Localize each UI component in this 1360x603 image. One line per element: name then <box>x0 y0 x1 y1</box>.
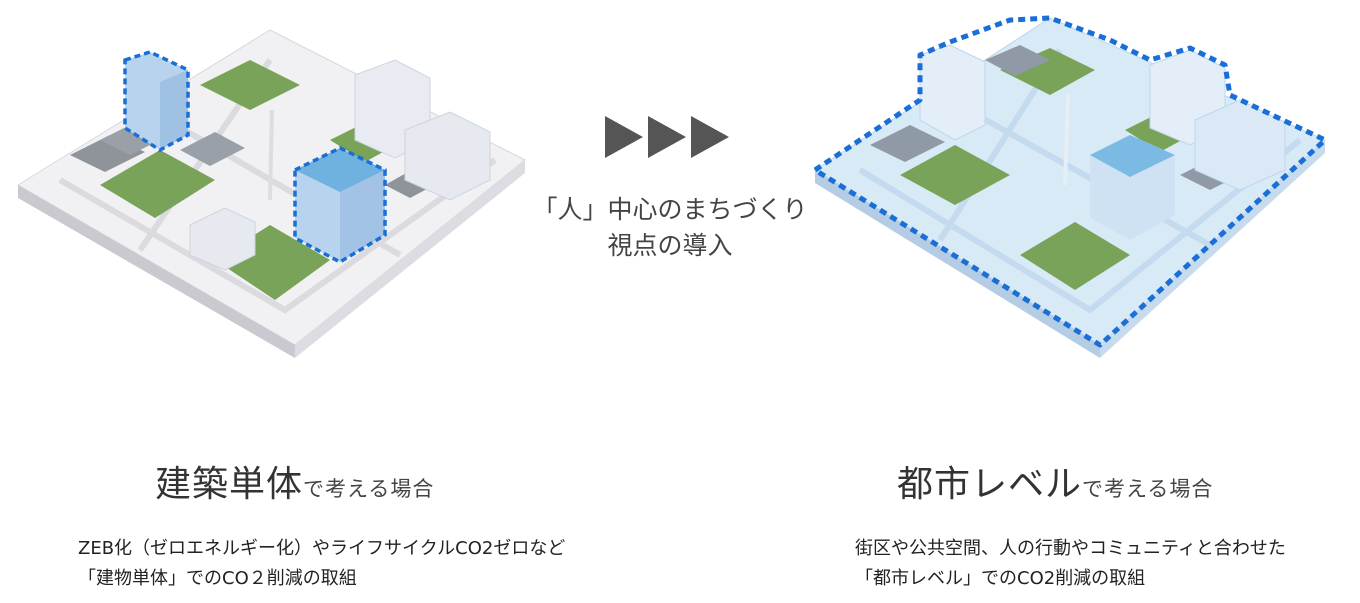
right-desc-line1: 街区や公共空間、人の行動やコミュニティと合わせた <box>855 538 1286 559</box>
left-desc-line1: ZEB化（ゼロエネルギー化）やライフサイクルCO2ゼロなど <box>78 538 566 559</box>
park <box>200 60 300 110</box>
right-heading-main: 都市レベル <box>897 464 1083 505</box>
right-heading: 都市レベルで考える場合 <box>897 455 1213 507</box>
triple-play-arrows-icon <box>605 116 729 158</box>
right-desc-line2: 「都市レベル」でのCO2削減の取組 <box>855 568 1146 589</box>
right-heading-sub: で考える場合 <box>1082 477 1214 501</box>
dashed-outline <box>812 15 1328 348</box>
park <box>100 150 215 218</box>
left-heading-sub: で考える場合 <box>303 477 435 501</box>
left-heading-main: 建築単体 <box>155 464 304 505</box>
single-building-city-block <box>17 29 526 358</box>
left-desc-line2: 「建物単体」でのCO２削減の取組 <box>78 568 357 589</box>
city-level-block <box>812 15 1328 358</box>
dashed-outline <box>293 146 387 265</box>
center-caption-line2: 視点の導入 <box>607 231 733 260</box>
center-caption-line1: 「人」中心のまちづくり <box>532 195 808 224</box>
right-description: 街区や公共空間、人の行動やコミュニティと合わせた 「都市レベル」でのCO2削減の… <box>855 534 1286 594</box>
left-description: ZEB化（ゼロエネルギー化）やライフサイクルCO2ゼロなど 「建物単体」でのCO… <box>78 534 565 594</box>
dashed-outline <box>123 50 190 153</box>
left-heading: 建築単体で考える場合 <box>155 455 434 507</box>
center-caption: 「人」中心のまちづくり 視点の導入 <box>520 192 820 264</box>
